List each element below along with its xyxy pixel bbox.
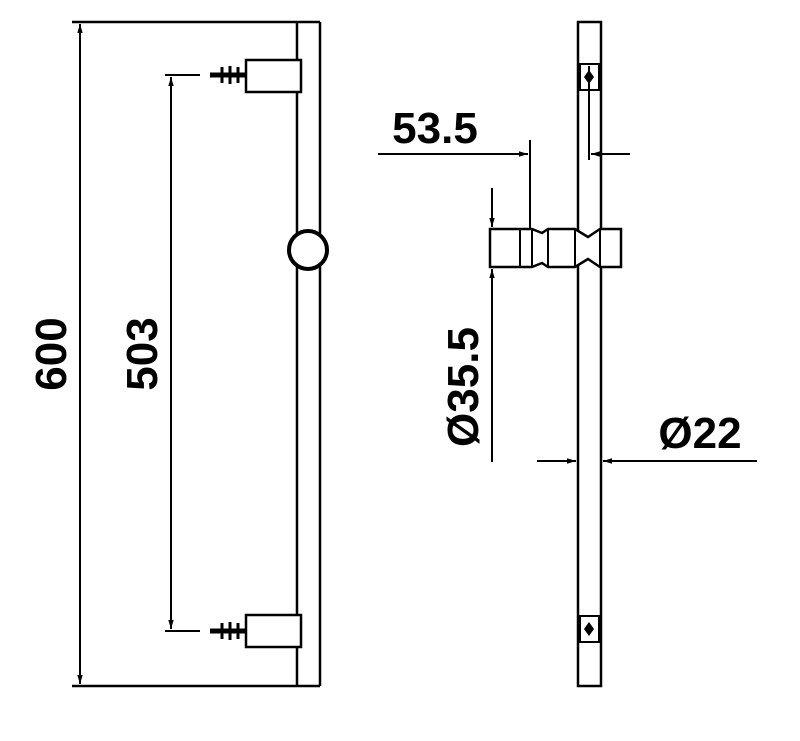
- dim-22-label: Ø22: [658, 409, 741, 458]
- top-bracket-body: [244, 58, 303, 94]
- slider-holder: [488, 227, 623, 269]
- bottom-mount-screw: [579, 615, 600, 643]
- bottom-bracket: [210, 613, 303, 649]
- front-view: 600 503: [27, 20, 329, 688]
- slider-ring: [287, 229, 329, 271]
- dim-53-5-label: 53.5: [392, 104, 478, 153]
- dim-600-label: 600: [27, 317, 76, 390]
- dim-35-5-label: Ø35.5: [439, 327, 488, 447]
- side-view: 53.5 Ø35.5 Ø22: [378, 20, 757, 688]
- slider-holder-outline: [488, 227, 623, 269]
- top-bracket: [210, 58, 303, 94]
- dim-503-label: 503: [118, 317, 167, 390]
- top-screw-head: [220, 66, 240, 84]
- side-rail: [576, 20, 603, 688]
- bottom-screw-head: [220, 622, 240, 640]
- bottom-bracket-body: [244, 613, 303, 649]
